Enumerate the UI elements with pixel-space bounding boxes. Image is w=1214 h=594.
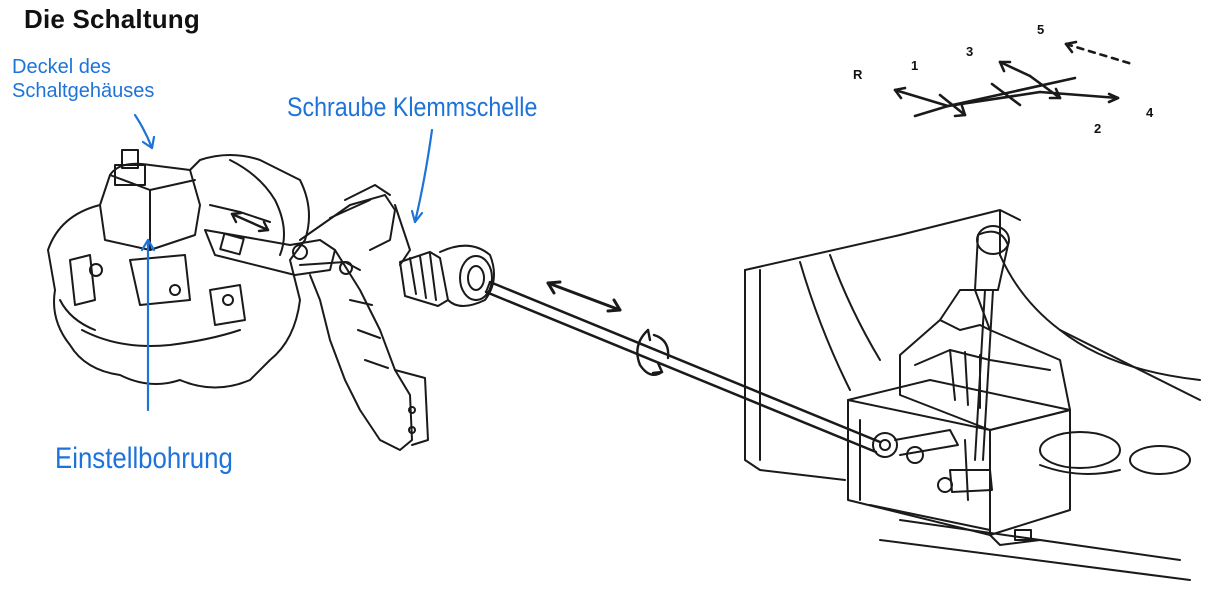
adjust-hole-pointer-arrow: [140, 238, 156, 412]
shift-housing-cover-label-line1: Deckel des: [12, 56, 111, 78]
linkage-bracket: [204, 184, 429, 451]
adjustment-hole-label: Einstellbohrung: [55, 442, 233, 475]
gear-label-1: 1: [911, 58, 919, 73]
console-tunnel: [744, 209, 1201, 581]
gear-label-5: 5: [1037, 22, 1045, 37]
rotation-arrow: [636, 328, 670, 376]
gearbox-housing: [47, 149, 310, 389]
pointer-arrows: [133, 113, 434, 412]
shift-pattern: [893, 40, 1134, 118]
cover-pointer-arrow: [133, 113, 156, 150]
clamp-screw-pointer-arrow: [410, 128, 434, 224]
diagram-title: Die Schaltung: [24, 4, 200, 34]
gear-label-reverse: R: [853, 67, 863, 82]
cable-boot: [399, 244, 495, 307]
shift-housing-cover-label-line2: Schaltgehäuses: [12, 80, 155, 102]
gear-label-2: 2: [1094, 121, 1102, 136]
shift-housing-cover-label: Deckel des Schaltgehäuses: [12, 55, 154, 103]
shift-rod: [484, 280, 882, 454]
rod-motion-arrow: [546, 280, 622, 313]
clamp-screw-label: Schraube Klemmschelle: [287, 92, 538, 122]
shifter-linkage: [872, 429, 993, 501]
gear-lever: [899, 225, 1071, 461]
gear-label-3: 3: [966, 44, 974, 59]
gearbox-motion-arrow: [230, 211, 270, 233]
gear-label-4: 4: [1146, 105, 1154, 120]
